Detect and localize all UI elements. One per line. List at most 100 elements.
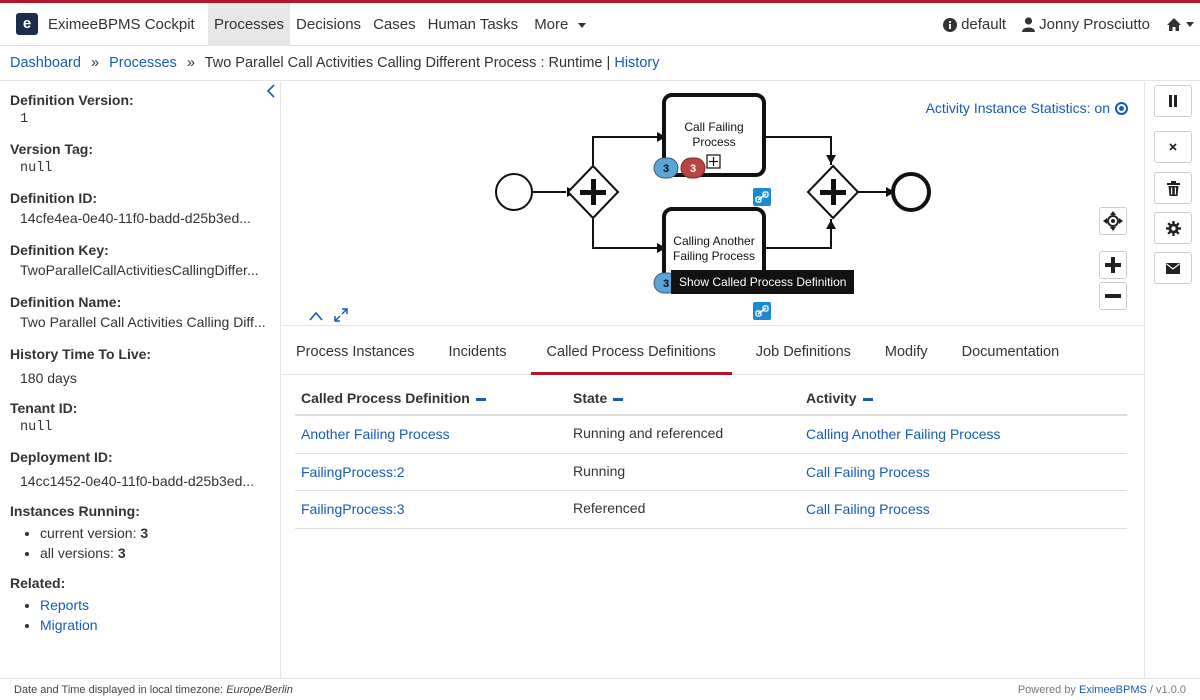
radio-on-icon xyxy=(1115,101,1128,115)
breadcrumb-processes[interactable]: Processes xyxy=(109,55,177,71)
brand[interactable]: e EximeeBPMS Cockpit xyxy=(16,13,195,35)
list-item: all versions: 3 xyxy=(40,543,270,563)
table-row: Another Failing Process Running and refe… xyxy=(295,416,1127,454)
state-cell: Running and referenced xyxy=(573,425,724,441)
version-tag-value: null xyxy=(20,161,53,176)
pause-icon xyxy=(1169,95,1177,107)
column-header-state[interactable]: State xyxy=(573,390,806,406)
column-header-label: Activity xyxy=(806,390,857,406)
badge-count: 3 xyxy=(690,163,696,175)
nav-decisions[interactable]: Decisions xyxy=(296,16,362,33)
all-versions-count: 3 xyxy=(117,545,126,561)
definition-key-label: Definition Key: xyxy=(10,242,109,258)
chevron-left-icon[interactable] xyxy=(266,84,276,98)
breadcrumb-history[interactable]: History xyxy=(614,55,660,71)
deployment-id-label: Deployment ID: xyxy=(10,449,113,465)
tab-job-definitions[interactable]: Job Definitions xyxy=(755,344,851,360)
definition-name-label: Definition Name: xyxy=(10,294,122,310)
powered-by-brand[interactable]: EximeeBPMS xyxy=(1079,684,1147,696)
move-icon xyxy=(1103,211,1123,231)
sort-icon xyxy=(613,397,624,401)
parallel-gateway-join[interactable] xyxy=(806,164,860,220)
engine-name: default xyxy=(961,16,1007,33)
tab-incidents[interactable]: Incidents xyxy=(448,344,507,360)
related-label: Related: xyxy=(10,575,66,591)
email-button[interactable] xyxy=(1154,252,1192,284)
deployment-id-value[interactable]: 14cc1452-0e40-11f0-badd-d25b3ed... xyxy=(20,473,255,489)
link-icon[interactable] xyxy=(753,188,771,206)
instances-running-list: current version: 3 all versions: 3 xyxy=(40,523,270,563)
cancel-button[interactable] xyxy=(1154,131,1192,163)
breadcrumb: Dashboard » Processes » Two Parallel Cal… xyxy=(0,47,1200,81)
history-ttl-label: History Time To Live: xyxy=(10,346,152,362)
nav-more[interactable]: More xyxy=(524,3,591,46)
bpmn-canvas: Call Failing Process Calling Another Fai… xyxy=(495,93,931,320)
definition-name-value: Two Parallel Call Activities Calling Dif… xyxy=(20,314,266,330)
sort-icon xyxy=(475,397,486,401)
instances-running-label: Instances Running: xyxy=(10,503,140,519)
column-header-activity[interactable]: Activity xyxy=(806,390,1127,406)
incidents-badge[interactable]: 3 xyxy=(680,157,706,179)
powered-by: Powered by EximeeBPMS / v1.0.0 xyxy=(1018,684,1186,696)
engine-selector[interactable]: default xyxy=(943,16,1006,33)
nav-human-tasks[interactable]: Human Tasks xyxy=(427,16,519,33)
home-menu[interactable] xyxy=(1166,17,1194,32)
activity-link[interactable]: Call Failing Process xyxy=(806,463,930,480)
call-activity-calling-another-failing-process[interactable]: Calling Another Failing Process xyxy=(662,207,766,291)
column-header-label: State xyxy=(573,390,608,406)
end-event[interactable] xyxy=(891,172,931,212)
bpmn-diagram: Activity Instance Statistics: on xyxy=(282,82,1144,326)
nav-cases[interactable]: Cases xyxy=(373,16,416,33)
running-instances-badge[interactable]: 3 xyxy=(653,157,679,179)
settings-button[interactable] xyxy=(1154,212,1192,244)
nav-processes[interactable]: Processes xyxy=(208,3,291,46)
breadcrumb-current: Two Parallel Call Activities Calling Dif… xyxy=(204,55,603,71)
parallel-gateway-split[interactable] xyxy=(566,164,620,220)
current-version-label: current version: xyxy=(40,525,137,541)
version-tag-label: Version Tag: xyxy=(10,141,93,157)
related-migration-link[interactable]: Migration xyxy=(40,617,98,633)
reset-zoom-button[interactable] xyxy=(1099,207,1127,235)
timezone-text: Date and Time displayed in local timezon… xyxy=(14,684,224,696)
tab-modify[interactable]: Modify xyxy=(884,344,928,360)
breadcrumb-separator: » xyxy=(186,55,195,71)
called-definition-link[interactable]: Another Failing Process xyxy=(301,426,450,443)
info-icon xyxy=(943,17,958,32)
delete-button[interactable] xyxy=(1154,172,1192,204)
tab-process-instances[interactable]: Process Instances xyxy=(296,344,415,360)
column-header-called-process-definition[interactable]: Called Process Definition xyxy=(295,390,573,406)
caret-down-icon xyxy=(577,22,586,28)
tooltip: Show Called Process Definition xyxy=(671,270,855,294)
activity-link[interactable]: Call Failing Process xyxy=(806,501,930,518)
called-definition-link[interactable]: FailingProcess:3 xyxy=(301,501,405,518)
related-reports-link[interactable]: Reports xyxy=(40,597,90,613)
table-row: FailingProcess:3 Referenced Call Failing… xyxy=(295,491,1127,529)
user-icon xyxy=(1022,17,1036,32)
breadcrumb-dashboard[interactable]: Dashboard xyxy=(10,55,81,71)
expand-icon[interactable] xyxy=(334,308,348,322)
activity-statistics-toggle[interactable]: Activity Instance Statistics: on xyxy=(926,100,1128,116)
user-menu[interactable]: Jonny Prosciutto xyxy=(1022,16,1150,33)
nav-more-label: More xyxy=(534,16,569,33)
tab-documentation[interactable]: Documentation xyxy=(961,344,1060,360)
zoom-out-button[interactable] xyxy=(1099,282,1127,310)
history-ttl-value[interactable]: 180 days xyxy=(20,370,77,386)
breadcrumb-divider: | xyxy=(606,55,611,71)
tab-called-process-definitions[interactable]: Called Process Definitions xyxy=(530,327,732,375)
task-label: Process xyxy=(692,135,735,149)
task-label: Failing Process xyxy=(673,249,755,263)
activity-link[interactable]: Calling Another Failing Process xyxy=(806,426,1001,443)
table-header: Called Process Definition State Activity xyxy=(295,382,1127,416)
start-event[interactable] xyxy=(495,173,533,211)
link-icon[interactable] xyxy=(753,302,771,320)
caret-down-icon xyxy=(1186,22,1194,27)
definition-id-label: Definition ID: xyxy=(10,190,98,206)
timezone-value: Europe/Berlin xyxy=(226,684,293,696)
called-definition-link[interactable]: FailingProcess:2 xyxy=(301,463,405,480)
footer: Date and Time displayed in local timezon… xyxy=(0,678,1200,700)
task-label: Calling Another xyxy=(673,234,754,248)
zoom-in-button[interactable] xyxy=(1099,251,1127,279)
chevron-up-icon[interactable] xyxy=(309,311,323,321)
call-activity-call-failing-process[interactable]: Call Failing Process xyxy=(662,93,766,177)
suspend-button[interactable] xyxy=(1154,85,1192,117)
